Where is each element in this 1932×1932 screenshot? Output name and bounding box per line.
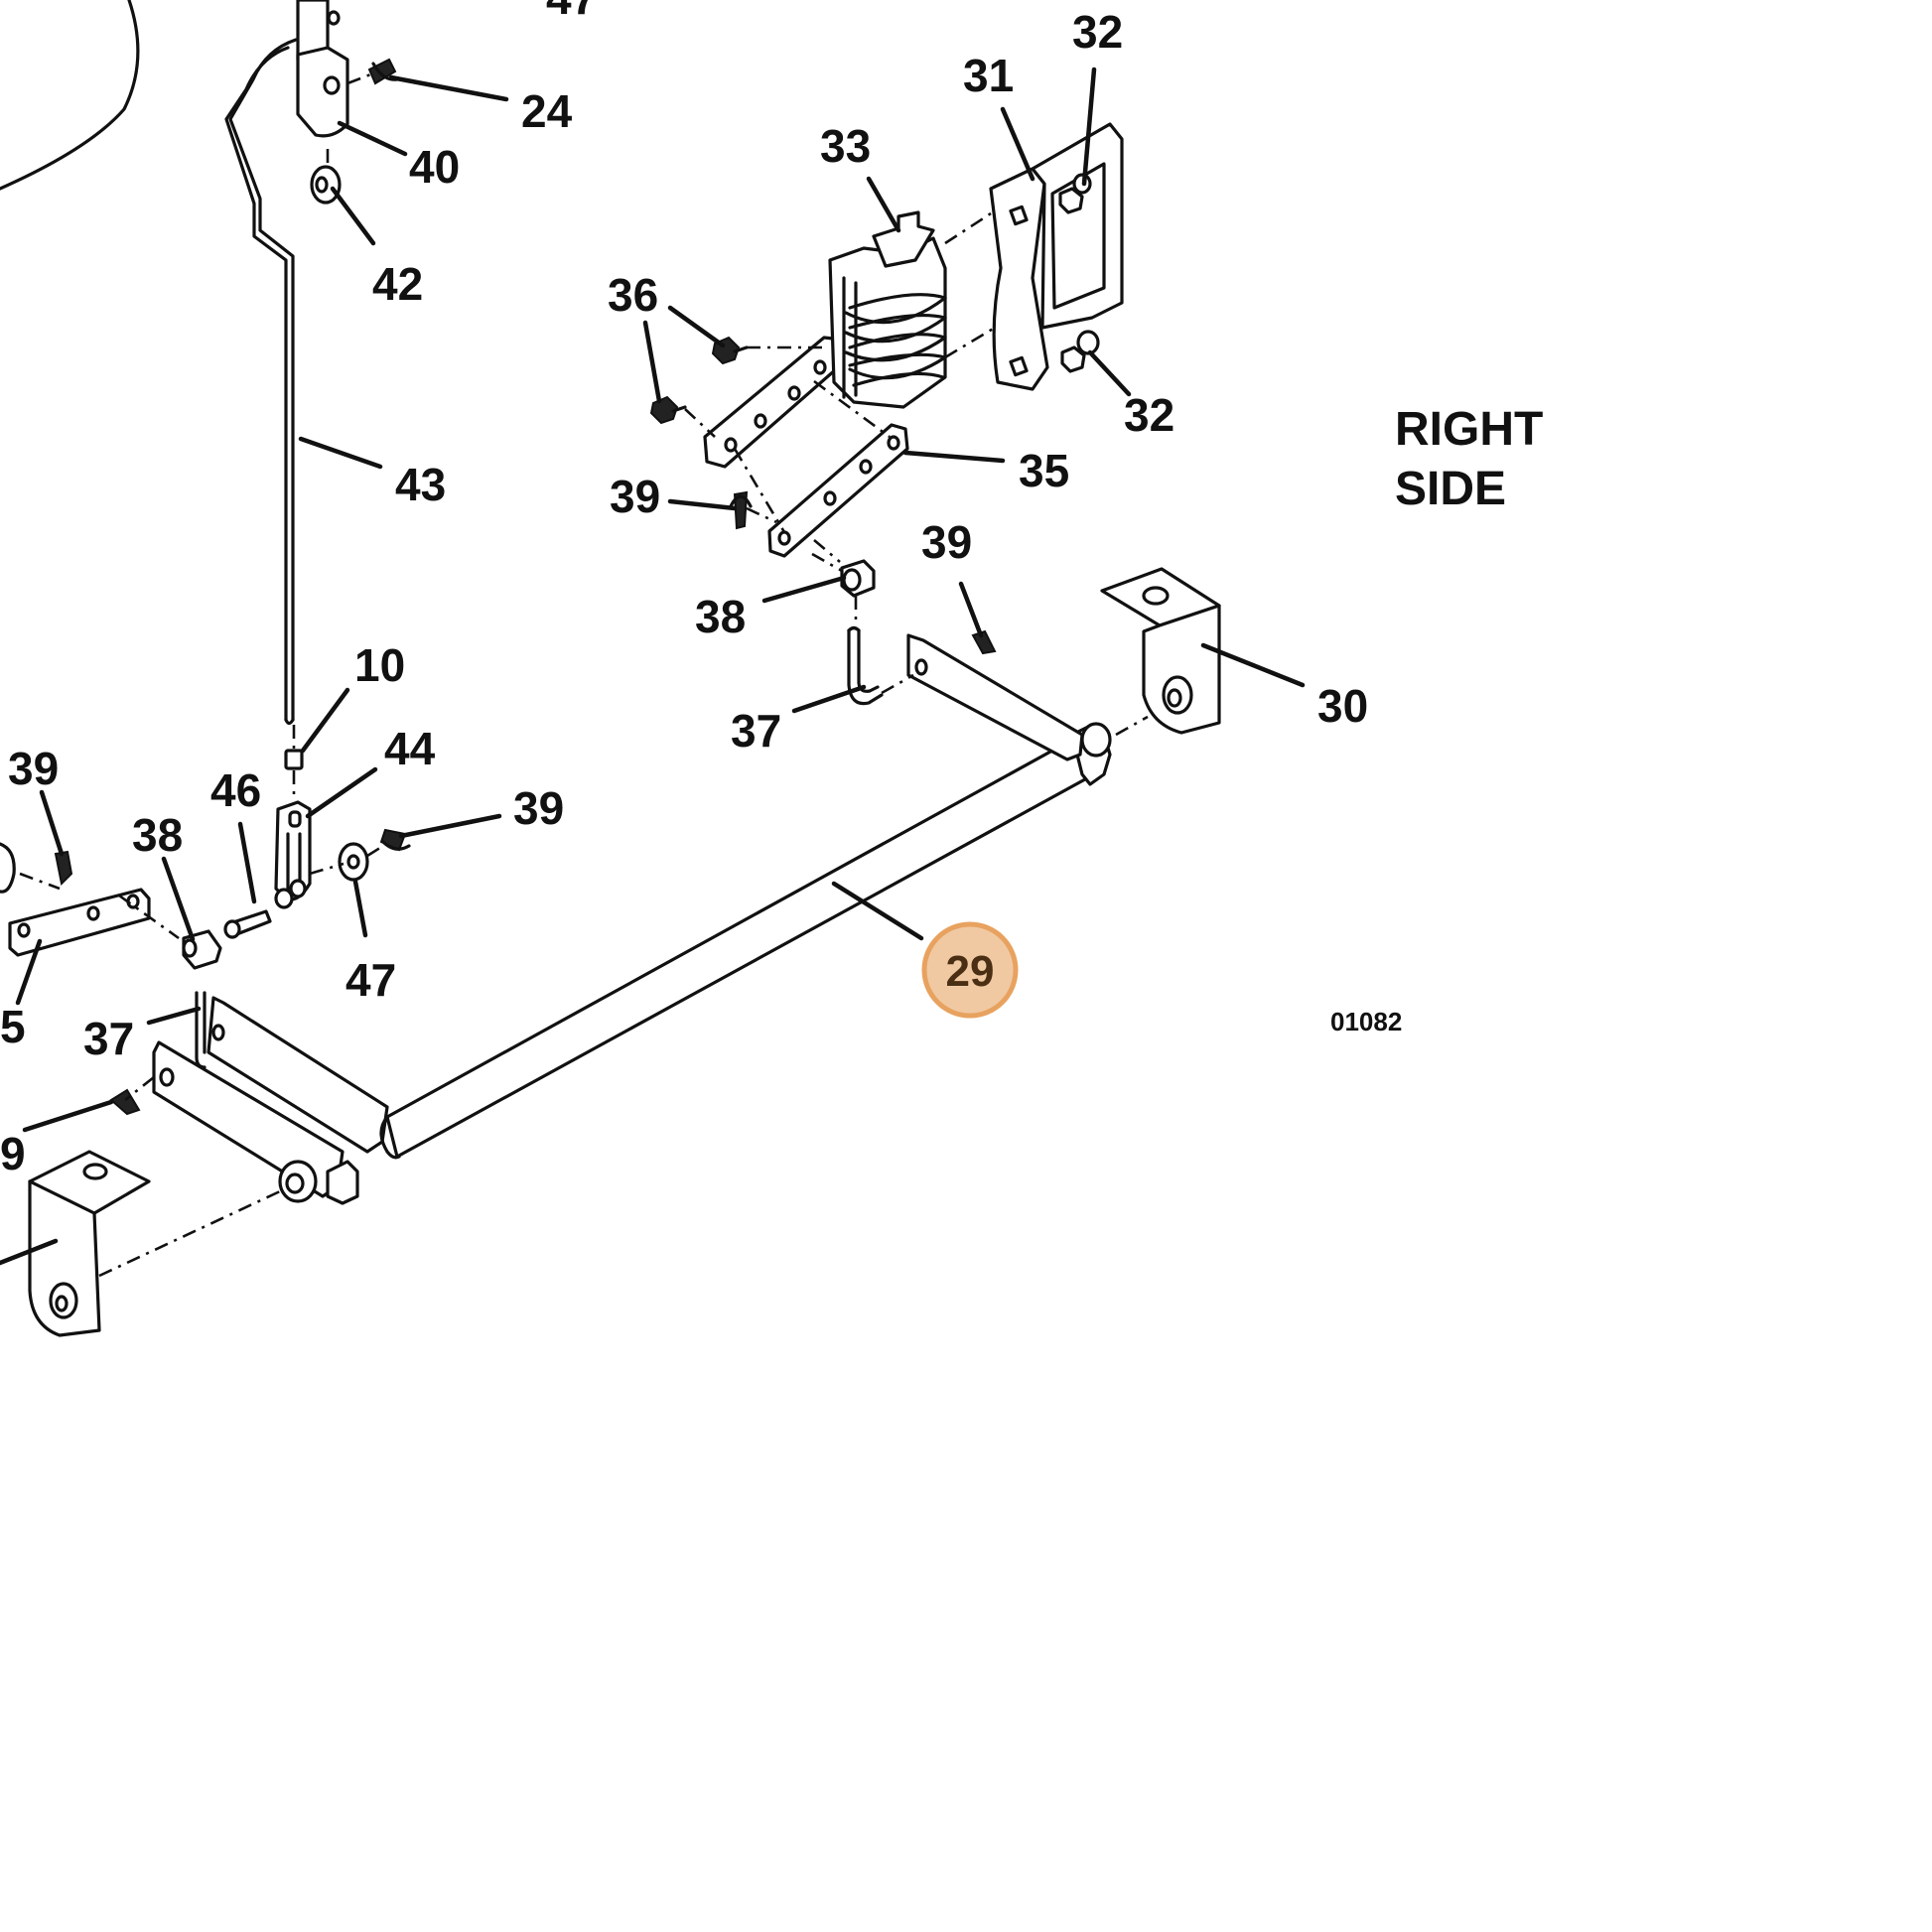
callout-37-left: 37	[83, 1013, 134, 1064]
right-pin-38	[840, 559, 876, 598]
left-link-plate	[8, 888, 151, 957]
left-cotter-39-lower	[109, 1088, 141, 1116]
bolt-36-lower	[649, 395, 687, 425]
callout-38-left: 38	[132, 809, 183, 861]
callout-37-right: 37	[731, 705, 781, 757]
callout-38-right: 38	[695, 591, 746, 642]
highlighted-callout-29: 29	[921, 921, 1019, 1019]
callout-39-right: 39	[610, 471, 660, 522]
leader-lines	[0, 67, 1306, 1266]
callout-39-right-lower: 39	[921, 516, 972, 568]
right-mount-bracket	[1100, 567, 1221, 735]
left-arm-assembly	[152, 991, 389, 1205]
callout-44: 44	[384, 723, 436, 774]
callout-29: 29	[946, 947, 995, 996]
callout-39-bottom-left: 9	[0, 1128, 26, 1179]
callout-10: 10	[354, 639, 405, 691]
callout-24: 24	[521, 85, 573, 137]
side-label-line2: SIDE	[1395, 463, 1506, 515]
right-rod-37	[847, 625, 884, 706]
callout-46: 46	[210, 764, 261, 816]
deck-edge-curve	[0, 0, 140, 191]
left-pin-38	[182, 929, 222, 970]
lift-rod	[224, 38, 298, 726]
callout-31: 31	[963, 50, 1014, 101]
callout-39-left: 39	[8, 743, 59, 794]
callout-35-right: 35	[1019, 445, 1069, 496]
callout-40: 40	[409, 141, 460, 193]
callout-47-top: 47	[546, 0, 597, 24]
right-cotter-39-upper	[729, 490, 753, 530]
left-mount-bracket	[28, 1150, 151, 1337]
left-cotter-39	[54, 850, 73, 887]
callout-labels: 47 24 40 42 43 10 44 46 39 38 39 47 5 37…	[0, 0, 1368, 1179]
callout-42: 42	[372, 258, 423, 310]
side-label-line1: RIGHT	[1395, 403, 1543, 456]
callout-39-mid-left: 39	[513, 782, 564, 834]
callout-36: 36	[608, 269, 658, 321]
callout-35-left: 5	[0, 1001, 26, 1052]
right-cotter-39-lower	[971, 629, 997, 655]
spring-link-plate-lower	[767, 423, 909, 558]
spring-bracket-31	[989, 122, 1124, 391]
callout-32-top: 32	[1072, 6, 1123, 58]
bushing	[310, 165, 342, 205]
right-arm	[906, 633, 1084, 761]
callout-43: 43	[395, 459, 446, 510]
drawing-number: 01082	[1330, 1007, 1402, 1036]
callout-33: 33	[820, 120, 871, 172]
left-edge-piece	[0, 842, 16, 894]
clevis-assembly	[223, 749, 411, 939]
callout-30: 30	[1317, 680, 1368, 732]
spring-33	[828, 210, 947, 409]
upper-bracket	[296, 0, 349, 138]
spring-bracket-nut-lower	[1060, 330, 1100, 373]
callout-32-right: 32	[1124, 389, 1174, 441]
callout-47-bottom: 47	[345, 954, 396, 1006]
